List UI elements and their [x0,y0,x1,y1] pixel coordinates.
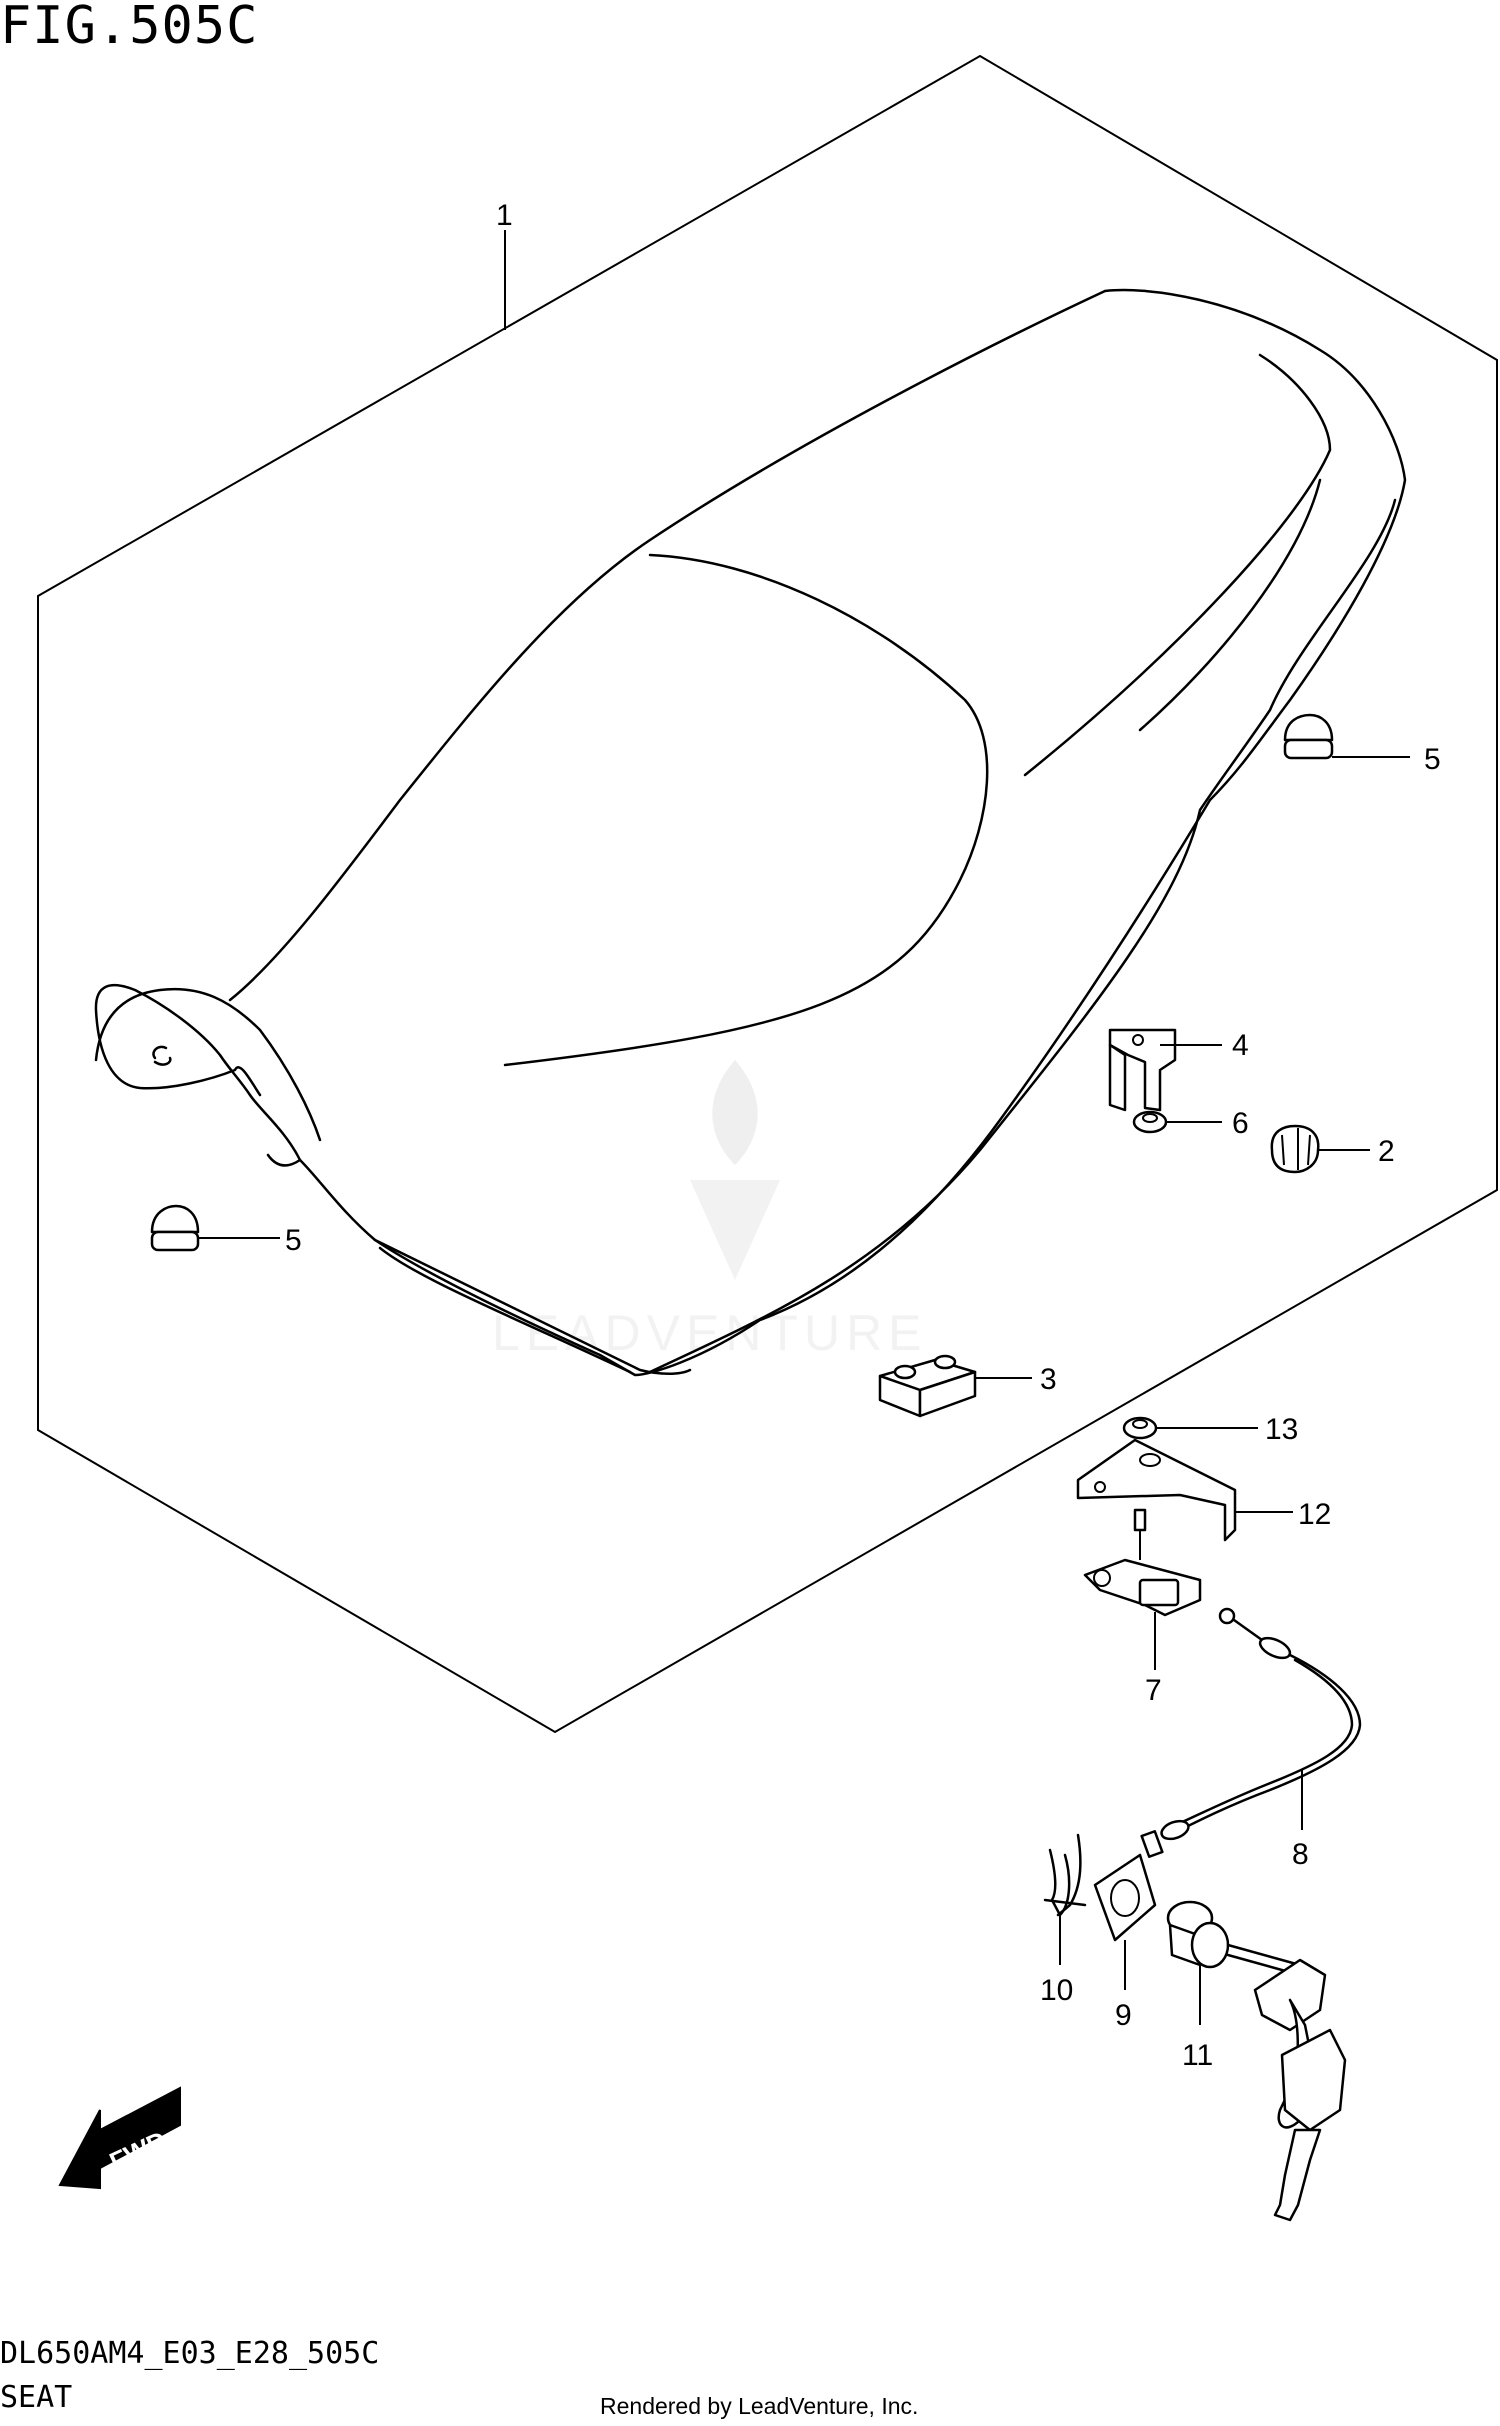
assembly-boundary [37,54,1498,1734]
callout-1: 1 [496,199,513,232]
callout-4: 4 [1232,1029,1249,1062]
leadventure-watermark: LEADVENTURE [492,1060,928,1361]
callout-6: 6 [1232,1107,1249,1140]
flange-nut[interactable] [1132,1110,1168,1134]
callout-7: 7 [1145,1674,1162,1707]
callout-9: 9 [1115,1999,1132,2032]
diagram-name: SEAT [0,2380,73,2415]
seat-cushion-bumper-right[interactable] [1283,713,1334,760]
seat-stopper-block[interactable] [878,1354,977,1418]
seat-bracket[interactable] [1108,1028,1177,1112]
seat-cushion-bumper-left[interactable] [150,1204,200,1252]
figure-title: FIG.505C [0,0,259,56]
watermark-text: LEADVENTURE [492,1305,928,1361]
callout-13: 13 [1265,1413,1298,1446]
lock-bracket-plate[interactable] [1076,1438,1237,1542]
callout-5-left: 5 [285,1224,302,1257]
seat-lock-cable[interactable] [1140,1607,1362,1858]
lock-cover-plate[interactable] [1093,1853,1157,1942]
seat-lock-latch[interactable] [1083,1508,1202,1617]
seat-lock-key-set[interactable] [1166,1900,1347,2222]
retaining-clip[interactable] [1043,1833,1087,1917]
seat-assembly[interactable] [94,288,1407,1377]
callout-3: 3 [1040,1363,1057,1396]
render-credit: Rendered by LeadVenture, Inc. [600,2393,919,2419]
callout-10: 10 [1040,1974,1073,2007]
seat-knob[interactable] [1270,1124,1320,1174]
callout-8: 8 [1292,1838,1309,1871]
fwd-direction-arrow: FWD [58,2086,181,2190]
callout-12: 12 [1298,1498,1331,1531]
callout-11: 11 [1182,2039,1213,2072]
callout-5-right: 5 [1424,743,1441,776]
lock-nut[interactable] [1122,1416,1158,1440]
diagram-code: DL650AM4_E03_E28_505C [0,2336,380,2371]
callout-2: 2 [1378,1135,1395,1168]
